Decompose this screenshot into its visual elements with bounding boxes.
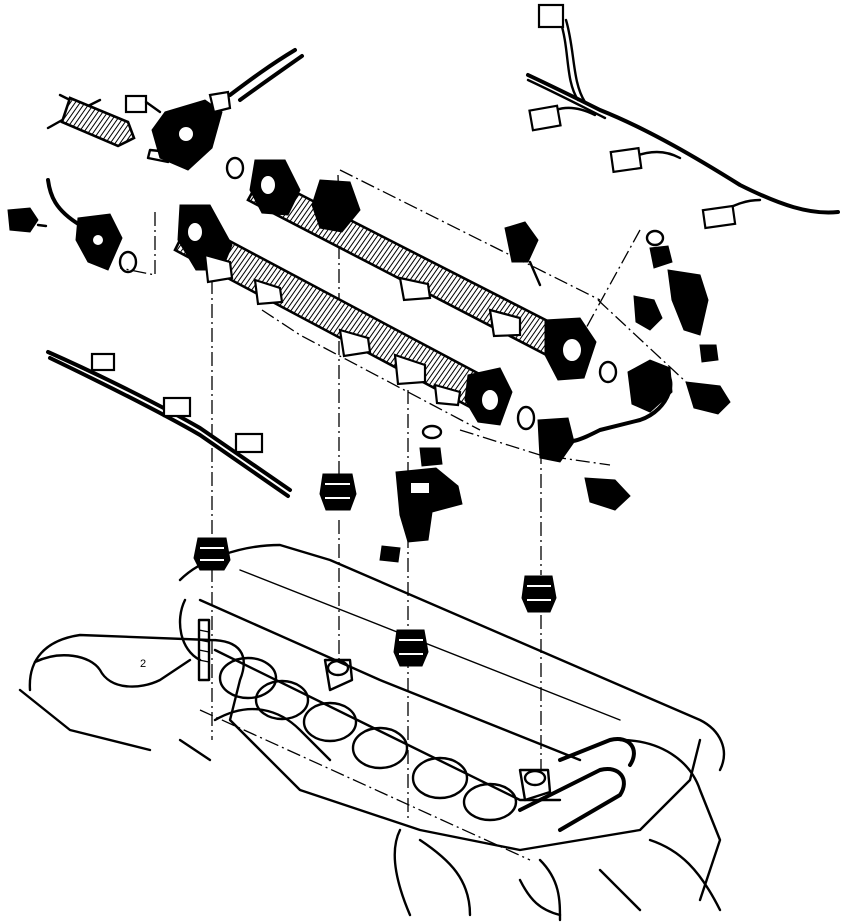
pulsation-damper-group bbox=[7, 178, 138, 274]
insulator bbox=[393, 629, 429, 667]
clip bbox=[633, 295, 663, 331]
damper-fitting bbox=[627, 359, 673, 413]
manifold-port bbox=[218, 656, 278, 700]
fuel-hose-end bbox=[60, 96, 136, 148]
manifold-port bbox=[462, 782, 518, 822]
manifold-port bbox=[302, 701, 358, 743]
o-ring bbox=[225, 156, 245, 180]
o-ring bbox=[118, 250, 138, 274]
insulator bbox=[521, 575, 557, 613]
wiring-harness bbox=[526, 3, 840, 230]
fuel-rail-rear bbox=[246, 159, 618, 384]
pressure-regulator-group bbox=[46, 48, 304, 180]
harness-connector bbox=[537, 3, 565, 29]
fuel-injector bbox=[395, 467, 463, 543]
injectors-and-insulators bbox=[193, 424, 557, 667]
injector-tip-seal bbox=[379, 545, 401, 563]
injector-grommet bbox=[419, 447, 443, 467]
manifold-port bbox=[254, 679, 310, 721]
rail-mount-boss bbox=[326, 659, 350, 677]
harness-connector bbox=[701, 204, 737, 230]
inlet-bolt bbox=[584, 477, 631, 511]
fitting-nut bbox=[649, 245, 673, 269]
o-ring bbox=[598, 360, 618, 384]
injector-harness bbox=[46, 350, 292, 498]
grommet bbox=[699, 344, 719, 363]
o-ring bbox=[516, 405, 536, 431]
manifold-port bbox=[411, 756, 469, 800]
regulator-connector bbox=[208, 90, 232, 114]
rail-boss bbox=[311, 179, 361, 233]
regulator-bolt bbox=[124, 94, 148, 114]
manifold-callout-mark: 2 bbox=[140, 658, 146, 670]
harness-clip bbox=[90, 352, 116, 372]
gasket bbox=[645, 229, 665, 247]
harness-clip bbox=[162, 396, 192, 418]
manifold-port bbox=[351, 726, 409, 770]
intake-manifold: 2 bbox=[18, 543, 726, 922]
harness-connector bbox=[528, 104, 562, 132]
harness-clip bbox=[234, 432, 264, 454]
right-fittings bbox=[504, 221, 731, 511]
union-bolt bbox=[504, 221, 539, 263]
insulator bbox=[193, 537, 231, 571]
damper-bolt bbox=[7, 207, 39, 233]
insulator bbox=[319, 473, 357, 511]
rail-mount-boss bbox=[523, 769, 547, 787]
fuel-inlet-fitting bbox=[537, 417, 575, 463]
fuel-injector-side bbox=[667, 269, 709, 336]
fuel-rail-front bbox=[173, 204, 536, 431]
bolt bbox=[685, 381, 731, 415]
harness-connector bbox=[609, 146, 643, 174]
injector-o-ring bbox=[421, 424, 443, 440]
